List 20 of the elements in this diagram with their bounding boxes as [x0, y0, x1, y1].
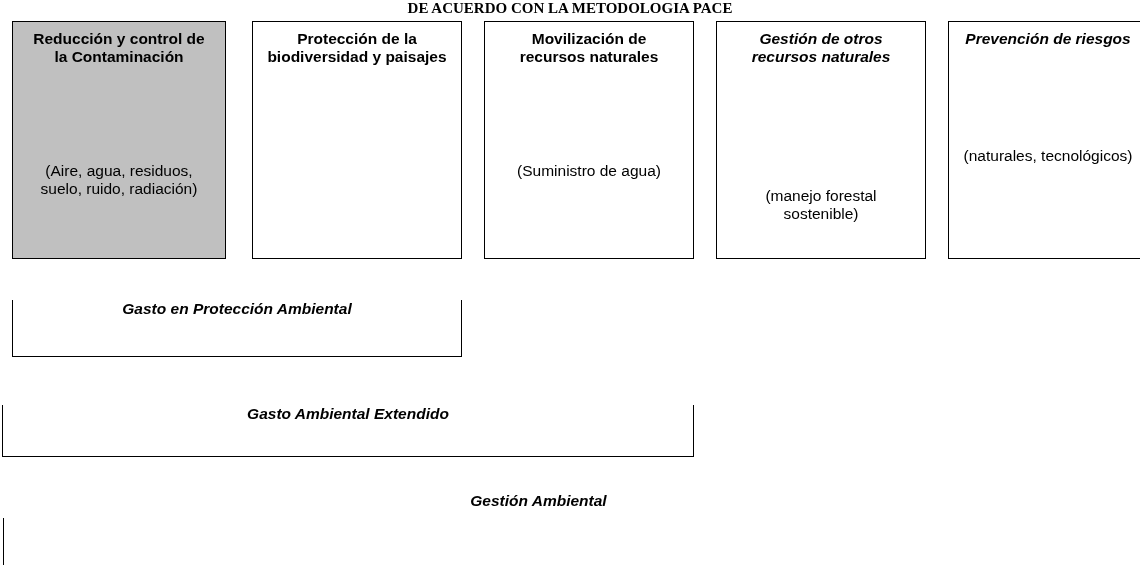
category-heading: Prevención de riesgos: [964, 30, 1132, 48]
bracket: [12, 300, 462, 357]
category-description: (manejo forestal sostenible): [764, 187, 878, 223]
category-heading: Movilización de recursos naturales: [518, 30, 660, 66]
bracket-label: Gasto en Protección Ambiental: [121, 300, 353, 318]
category-heading: Reducción y control de la Contaminación: [32, 30, 206, 66]
category-box: [252, 21, 462, 259]
category-heading: Gestión de otros recursos naturales: [750, 30, 892, 66]
category-box: [716, 21, 926, 259]
category-description: (naturales, tecnológicos): [962, 147, 1134, 165]
category-description: (Suministro de agua): [516, 162, 662, 180]
category-heading: Protección de la biodiversidad y paisajes: [266, 30, 448, 66]
category-description: (Aire, agua, residuos, suelo, ruido, radiación): [39, 162, 199, 198]
category-box: [484, 21, 694, 259]
category-box: [948, 21, 1140, 259]
bracket: [2, 405, 694, 457]
bracket-label: Gestión Ambiental: [469, 492, 608, 510]
bracket-label: Gasto Ambiental Extendido: [246, 405, 450, 423]
diagram-title: DE ACUERDO CON LA METODOLOGIA PACE: [406, 0, 734, 17]
category-box: [12, 21, 226, 259]
